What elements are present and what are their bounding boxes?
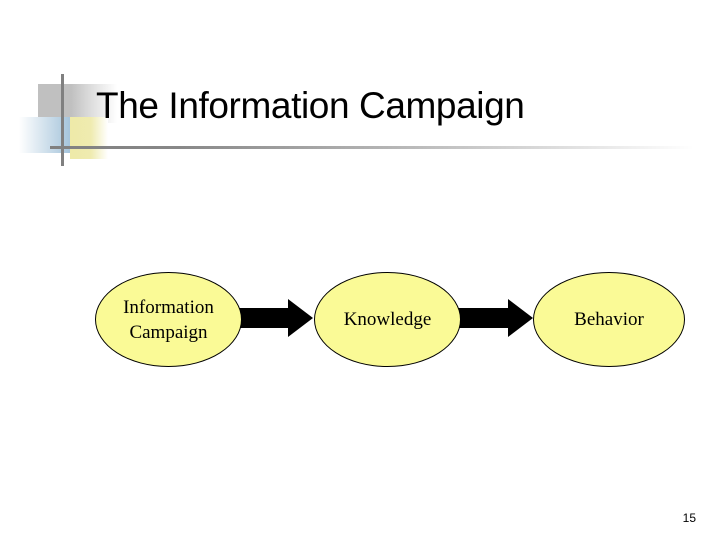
- page-title: The Information Campaign: [96, 85, 525, 126]
- arrow-1: [238, 299, 313, 337]
- page-number: 15: [682, 511, 696, 525]
- flow-node-knowledge[interactable]: Knowledge: [314, 272, 461, 367]
- decoration-gray-gradient: [71, 84, 117, 123]
- flow-node-label: Information Campaign: [123, 296, 214, 343]
- flow-node-label: Behavior: [574, 309, 644, 330]
- decoration-horizontal-rule: [50, 146, 694, 149]
- decoration-gray-square: [38, 84, 71, 123]
- decoration-vertical-rule: [61, 74, 64, 166]
- flow-node-information-campaign[interactable]: Information Campaign: [95, 272, 242, 367]
- decoration-yellow-square: [70, 117, 108, 159]
- flow-node-label: Knowledge: [343, 309, 432, 330]
- flow-node-behavior[interactable]: Behavior: [533, 272, 685, 367]
- arrow-2: [458, 299, 533, 337]
